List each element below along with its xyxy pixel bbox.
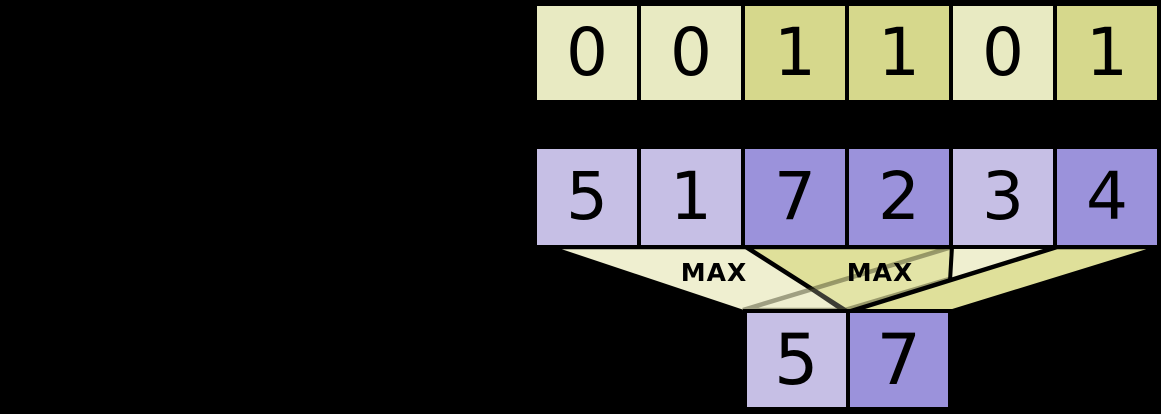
value-cell-2: 7 <box>741 145 849 249</box>
value-cell-3: 2 <box>845 145 953 249</box>
index-row: 0 0 1 1 0 1 <box>533 2 1161 104</box>
max-label-0: MAX <box>680 258 748 287</box>
index-cell-1: 0 <box>637 2 745 104</box>
index-cell-3: 1 <box>845 2 953 104</box>
value-cell-0: 5 <box>533 145 641 249</box>
index-cell-5: 1 <box>1053 2 1161 104</box>
max-label-1: MAX <box>846 258 914 287</box>
output-row: 5 7 <box>743 309 952 411</box>
index-cell-2: 1 <box>741 2 849 104</box>
value-row: 5 1 7 2 3 4 <box>533 145 1161 249</box>
value-cell-5: 4 <box>1053 145 1161 249</box>
index-cell-4: 0 <box>949 2 1057 104</box>
output-cell-0: 5 <box>743 309 850 411</box>
index-cell-0: 0 <box>533 2 641 104</box>
value-cell-1: 1 <box>637 145 745 249</box>
value-cell-4: 3 <box>949 145 1057 249</box>
output-cell-1: 7 <box>845 309 952 411</box>
